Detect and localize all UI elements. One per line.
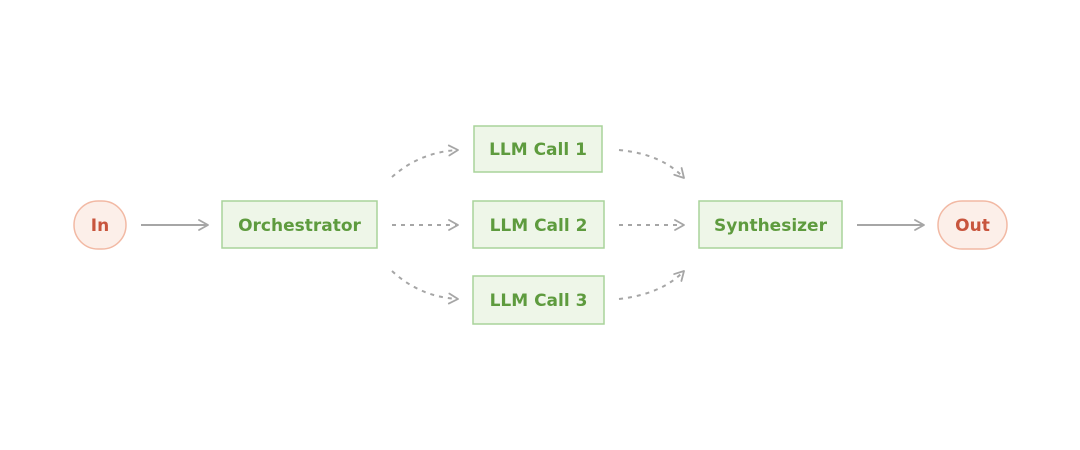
edge-orchestrator-to-llm-call-3: [391, 270, 459, 305]
edges: [141, 144, 925, 305]
edge-llm-call-1-to-synthesizer: [618, 149, 685, 179]
node-llm-call-3-label: LLM Call 3: [490, 291, 588, 311]
node-in-label: In: [91, 216, 109, 236]
node-orchestrator: Orchestrator: [221, 200, 378, 249]
node-llm-call-3: LLM Call 3: [472, 275, 605, 325]
node-orchestrator-shape: [221, 200, 378, 249]
node-llm-call-1-shape: [473, 125, 603, 173]
node-out-label: Out: [955, 216, 990, 236]
node-synthesizer: Synthesizer: [698, 200, 843, 249]
node-synthesizer-label: Synthesizer: [714, 216, 828, 236]
node-orchestrator-label: Orchestrator: [238, 216, 361, 236]
node-llm-call-2-label: LLM Call 2: [490, 216, 588, 236]
node-out-shape: [937, 200, 1008, 250]
node-llm-call-1-label: LLM Call 1: [489, 140, 587, 160]
node-llm-call-3-shape: [472, 275, 605, 325]
node-llm-call-2: LLM Call 2: [472, 200, 605, 249]
node-synthesizer-shape: [698, 200, 843, 249]
edge-orchestrator-to-llm-call-1: [391, 144, 459, 178]
node-in: In: [73, 200, 127, 250]
node-in-shape: [73, 200, 127, 250]
node-llm-call-2-shape: [472, 200, 605, 249]
node-out: Out: [937, 200, 1008, 250]
node-llm-call-1: LLM Call 1: [473, 125, 603, 173]
edge-llm-call-3-to-synthesizer: [618, 270, 685, 300]
